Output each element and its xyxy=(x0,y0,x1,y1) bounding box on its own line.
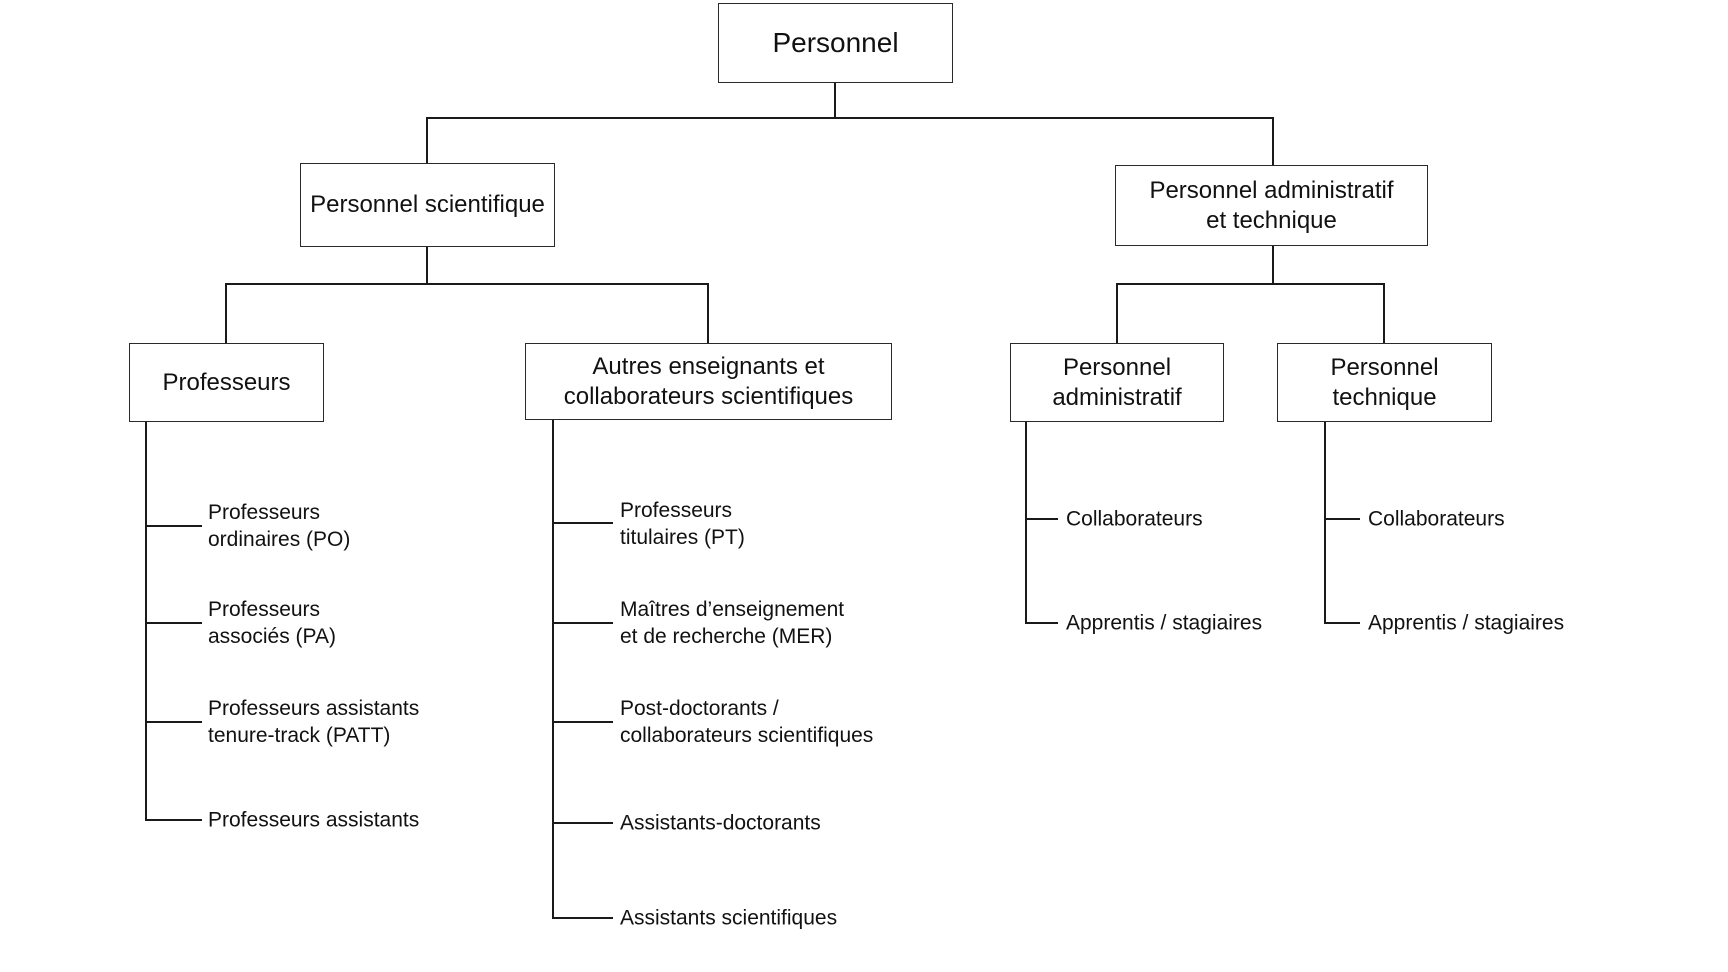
connector-root-horizontal xyxy=(426,117,1274,119)
node-personnel: Personnel xyxy=(718,3,953,83)
node-label-line: et technique xyxy=(1206,206,1337,234)
connector-drop-autres-enseignants xyxy=(707,283,709,343)
node-personnel-scientifique: Personnel scientifique xyxy=(300,163,555,247)
leaf-assistants-scientifiques: Assistants scientifiques xyxy=(620,905,837,932)
node-personnel-administratif: Personnel administratif xyxy=(1010,343,1224,422)
leaf-administratif-collaborateurs: Collaborateurs xyxy=(1066,506,1203,533)
leaf-maitres-enseignement-recherche: Maîtres d’enseignement et de recherche (… xyxy=(620,596,844,650)
leaf-line: Professeurs xyxy=(208,501,321,524)
connector-drop-admin-technique xyxy=(1272,117,1274,165)
connector-tick xyxy=(145,525,202,527)
connector-root-stem xyxy=(834,83,836,118)
leaf-line: Professeurs assistants xyxy=(208,697,420,720)
leaf-line: Professeurs assistants xyxy=(208,808,420,832)
node-professeurs: Professeurs xyxy=(129,343,324,422)
leaf-line: Collaborateurs xyxy=(1066,507,1203,531)
node-label: Personnel xyxy=(772,27,899,58)
node-label-line: Autres enseignants et xyxy=(592,352,825,380)
leaf-assistants-doctorants: Assistants-doctorants xyxy=(620,810,821,837)
leaf-line: tenure-track (PATT) xyxy=(208,724,391,747)
leaf-line: ordinaires (PO) xyxy=(208,528,351,551)
node-label-line: Personnel xyxy=(1062,353,1172,381)
leaf-line: Post-doctorants / xyxy=(620,697,779,720)
leaf-line: Professeurs xyxy=(208,598,321,621)
leaf-line: Apprentis / stagiaires xyxy=(1368,611,1565,635)
connector-drop-personnel-technique xyxy=(1383,283,1385,343)
node-personnel-technique: Personnel technique xyxy=(1277,343,1492,422)
leaf-line: et de recherche (MER) xyxy=(620,625,833,648)
connector-technique-list-stem xyxy=(1324,422,1326,623)
leaf-professeurs-assistants: Professeurs assistants xyxy=(208,807,419,834)
connector-tick xyxy=(145,819,202,821)
node-label-line: Personnel xyxy=(1330,353,1439,381)
connector-tick xyxy=(1025,518,1058,520)
connector-tick xyxy=(552,721,613,723)
leaf-line: Professeurs xyxy=(620,499,733,522)
connector-administratif-list-stem xyxy=(1025,422,1027,623)
node-label-line: collaborateurs scientifiques xyxy=(563,382,854,410)
leaf-administratif-apprentis-stagiaires: Apprentis / stagiaires xyxy=(1066,610,1262,637)
leaf-line: titulaires (PT) xyxy=(620,526,745,549)
node-label-line: administratif xyxy=(1052,383,1182,411)
node-label-line: technique xyxy=(1332,383,1437,411)
connector-drop-scientifique xyxy=(426,117,428,163)
connector-tick xyxy=(552,522,613,524)
connector-drop-professeurs xyxy=(225,283,227,343)
leaf-line: Collaborateurs xyxy=(1368,507,1505,531)
leaf-line: Apprentis / stagiaires xyxy=(1066,611,1263,635)
connector-tick xyxy=(145,721,202,723)
leaf-professeurs-ordinaires: Professeurs ordinaires (PO) xyxy=(208,499,350,553)
connector-tick xyxy=(552,917,613,919)
connector-drop-personnel-administratif xyxy=(1116,283,1118,343)
node-label: Personnel scientifique xyxy=(310,191,545,218)
node-label-line: Personnel administratif xyxy=(1149,176,1394,204)
leaf-professeurs-titulaires: Professeurs titulaires (PT) xyxy=(620,497,745,551)
leaf-professeurs-assistants-tenure-track: Professeurs assistants tenure-track (PAT… xyxy=(208,695,419,749)
connector-scientifique-horizontal xyxy=(225,283,709,285)
connector-professeurs-list-stem xyxy=(145,422,147,821)
leaf-technique-apprentis-stagiaires: Apprentis / stagiaires xyxy=(1368,610,1564,637)
connector-tick xyxy=(1324,622,1360,624)
node-label: Professeurs xyxy=(162,368,291,396)
node-personnel-administratif-et-technique: Personnel administratif et technique xyxy=(1115,165,1428,246)
connector-admin-technique-horizontal xyxy=(1116,283,1385,285)
connector-tick xyxy=(1025,622,1058,624)
leaf-line: Assistants-doctorants xyxy=(620,811,821,835)
connector-tick xyxy=(552,622,613,624)
leaf-technique-collaborateurs: Collaborateurs xyxy=(1368,506,1505,533)
connector-admin-technique-stem xyxy=(1272,246,1274,284)
leaf-professeurs-associes: Professeurs associés (PA) xyxy=(208,596,336,650)
connector-autres-list-stem xyxy=(552,420,554,918)
leaf-post-doctorants-collaborateurs: Post-doctorants / collaborateurs scienti… xyxy=(620,695,873,749)
leaf-line: Assistants scientifiques xyxy=(620,906,838,930)
connector-tick xyxy=(552,822,613,824)
connector-tick xyxy=(1324,518,1360,520)
connector-tick xyxy=(145,622,202,624)
connector-scientifique-stem xyxy=(426,247,428,284)
leaf-line: collaborateurs scientifiques xyxy=(620,724,874,747)
node-autres-enseignants: Autres enseignants et collaborateurs sci… xyxy=(525,343,892,420)
leaf-line: associés (PA) xyxy=(208,625,336,648)
leaf-line: Maîtres d’enseignement xyxy=(620,598,845,621)
